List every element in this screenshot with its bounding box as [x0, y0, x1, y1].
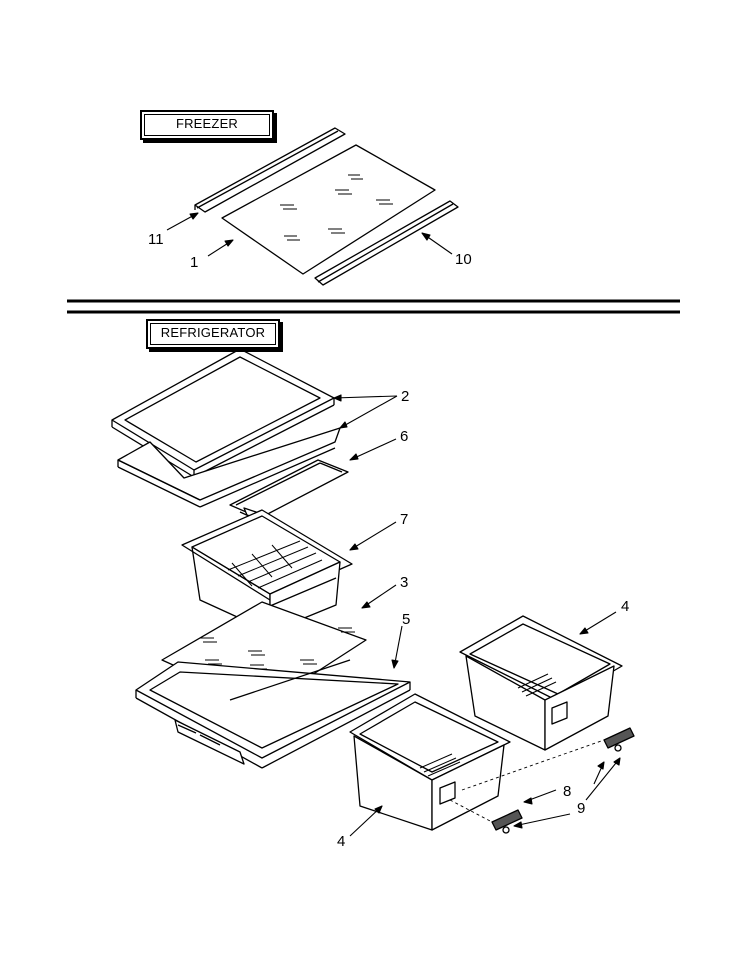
callout-10: 10: [455, 251, 472, 268]
callout-5: 5: [402, 611, 411, 628]
callout-9: 9: [577, 800, 586, 817]
freezer-trim-strip-11: [194, 127, 346, 213]
callout-2: 2: [401, 388, 410, 405]
callout-6: 6: [400, 428, 409, 445]
drawer-slide-clips: [449, 727, 635, 834]
callout-4-right: 4: [621, 598, 630, 615]
refrigerator-leaders: [333, 394, 621, 837]
refrigerator-shelf-2-upper: [111, 348, 335, 478]
refrigerator-section-label: REFRIGERATOR: [146, 319, 280, 349]
callout-7: 7: [400, 511, 409, 528]
refrigerator-shelf-frame-5: [135, 659, 411, 769]
freezer-section-label: FREEZER: [140, 110, 274, 140]
callout-8: 8: [563, 783, 572, 800]
callout-3: 3: [400, 574, 409, 591]
callout-11: 11: [148, 231, 164, 248]
refrigerator-crisper-drawer-4-right: [459, 615, 623, 751]
refrigerator-label-text: REFRIGERATOR: [150, 323, 276, 345]
freezer-trim-strip-10: [314, 200, 459, 286]
freezer-glass-shelf-1: [221, 144, 436, 275]
callout-4-left: 4: [337, 833, 346, 850]
callout-1: 1: [190, 254, 199, 271]
freezer-label-text: FREEZER: [144, 114, 270, 136]
freezer-leaders: [166, 212, 453, 257]
